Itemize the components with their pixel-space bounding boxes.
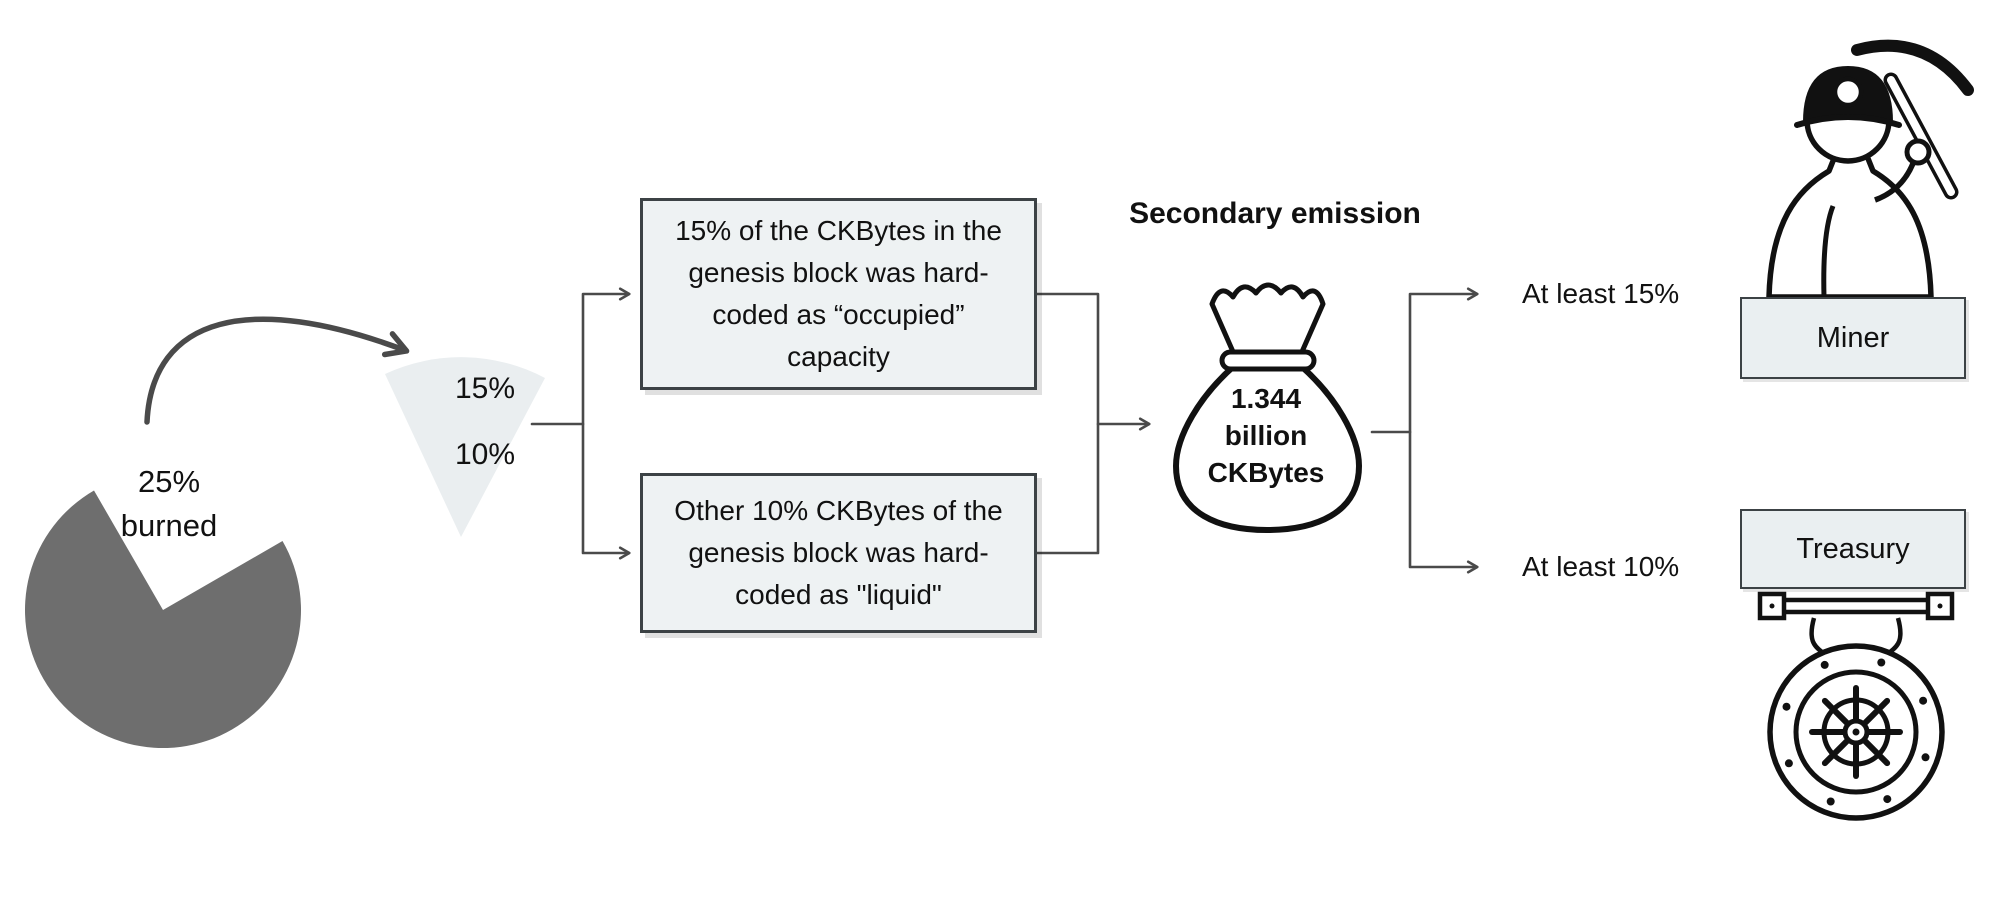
vault-hanger-left [1809, 617, 1824, 654]
vault-bracket-right-bolt [1937, 603, 1943, 609]
miner-share-label: At least 15% [1522, 278, 1680, 309]
wedge-10-label: 10% [454, 438, 516, 471]
vault-bolt [1883, 795, 1892, 804]
vault-wheel-spokes [1809, 685, 1903, 779]
emission-amount-line1: 1.344 [1230, 383, 1302, 414]
boxes-merge-branch [1035, 292, 1100, 555]
money-bag-tie [1219, 349, 1317, 372]
vault-bolt [1919, 696, 1928, 705]
vault-hanger-right [1888, 617, 1903, 654]
wedge-to-boxes-branch [581, 287, 631, 560]
occupied-capacity-text: 15% of the CKBytes in the genesis block … [675, 215, 1002, 372]
vault-bolt [1784, 759, 1793, 768]
secondary-emission-title: Secondary emission [1129, 197, 1421, 230]
liquid-text: Other 10% CKBytes of the genesis block w… [674, 495, 1003, 610]
vault-bolt [1820, 660, 1829, 669]
vault-bracket-bar [1763, 597, 1949, 615]
pie-burned-percent: 25% [137, 464, 201, 499]
miner-hand [1904, 138, 1932, 166]
pie-burned-caption: burned [120, 508, 218, 543]
vault-icon [1757, 591, 1955, 821]
vault-bolt [1826, 797, 1835, 806]
miner-headlamp [1832, 76, 1864, 108]
pie-to-wedge-arrow [144, 316, 410, 425]
vault-wheel-hub-dot [1852, 728, 1860, 736]
wedge-15-label: 15% [454, 372, 516, 405]
treasury-box-label: Treasury [1796, 532, 1910, 565]
miner-icon [1766, 39, 1974, 297]
money-bag-neck [1209, 282, 1326, 357]
emission-amount-line3: CKBytes [1207, 457, 1325, 488]
miner-left-arm-line [1821, 205, 1836, 297]
genesis-wedge-fill [385, 357, 545, 537]
money-bag-body [1173, 363, 1362, 533]
genesis-wedge-shape [385, 357, 545, 537]
vault-bracket-right [1925, 591, 1955, 621]
pie-remaining-slice [24, 490, 301, 749]
pickaxe-handle-fill [1887, 76, 1955, 196]
pickaxe-blade [1851, 39, 1974, 96]
genesis-wedge-labels: 15% 10% [420, 356, 550, 488]
occupied-capacity-box: 15% of the CKBytes in the genesis block … [640, 198, 1037, 390]
vault-bracket-left-bolt [1769, 603, 1775, 609]
miner-helmet-brim [1794, 114, 1902, 128]
treasury-share-label: At least 10% [1522, 551, 1680, 582]
vault-bolt [1782, 702, 1791, 711]
treasury-box: Treasury [1740, 509, 1966, 589]
miner-box-label: Miner [1816, 321, 1890, 354]
emission-amount: 1.344 billion CKBytes [1183, 380, 1349, 491]
pie-burned-label: 25% burned [74, 460, 264, 548]
money-bag-icon [1173, 282, 1362, 533]
vault-bolt [1877, 658, 1886, 667]
vault-bolt [1921, 753, 1930, 762]
vault-wheel-rim [1821, 697, 1891, 767]
emission-amount-line2: billion [1224, 420, 1308, 451]
miner-box: Miner [1740, 297, 1966, 379]
burn-pie-chart [24, 490, 301, 749]
bag-to-outputs-branch [1408, 287, 1479, 574]
liquid-box: Other 10% CKBytes of the genesis block w… [640, 473, 1037, 633]
